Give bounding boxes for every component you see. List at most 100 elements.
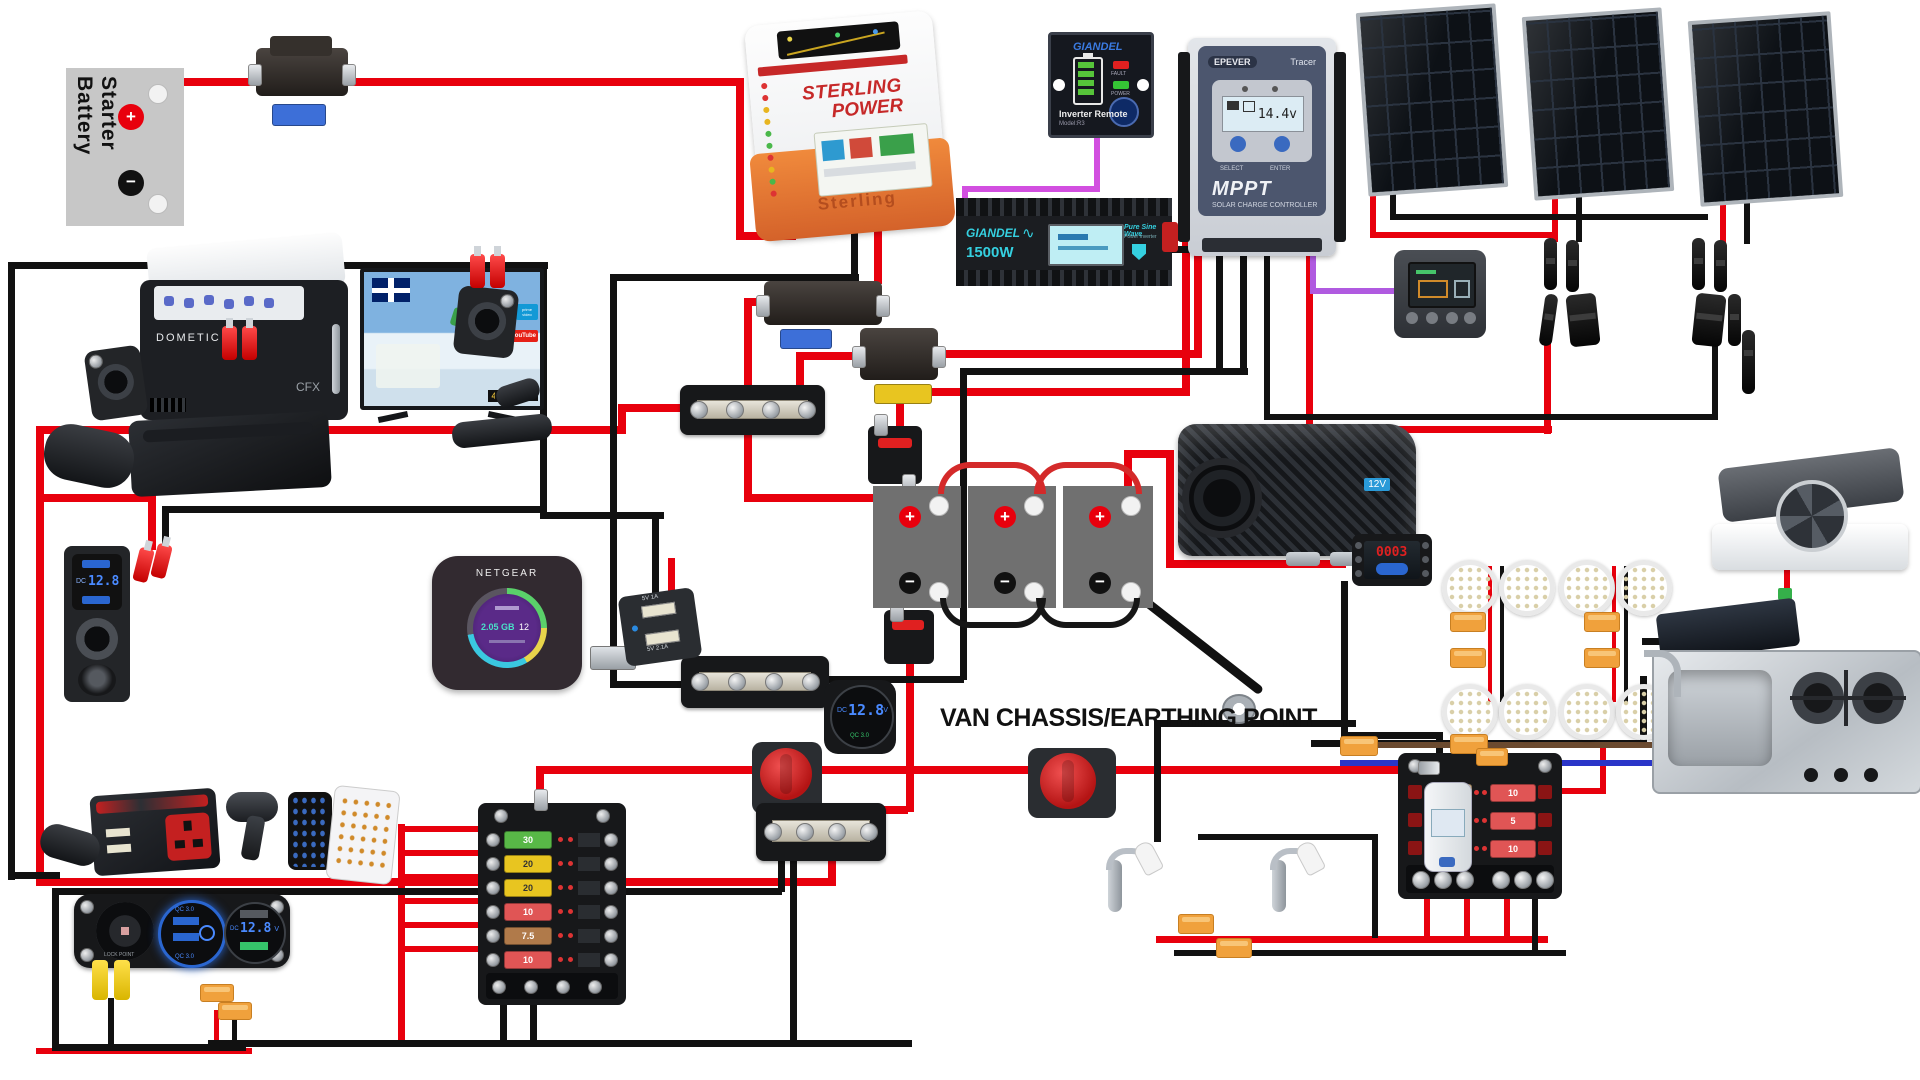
blown-led (568, 933, 573, 938)
wago-connector (1450, 612, 1486, 632)
wire (1504, 892, 1510, 938)
mt50-signal-wire (1310, 288, 1402, 294)
router-data-used: 2.05 GB (481, 622, 515, 632)
positive-jumper (1034, 462, 1142, 494)
breaker-reset-button[interactable] (878, 438, 912, 448)
battery-post (148, 194, 168, 214)
remote-button[interactable] (1355, 542, 1362, 549)
mppt-solar-charge-controller: EPEVER Tracer 14.4v SELECT ENTER MPPT SO… (1178, 38, 1346, 256)
blown-led (558, 885, 563, 890)
router-screen-ring: 2.05 GB 12 (467, 588, 547, 668)
lcd-plate: 14.4v (1212, 80, 1312, 162)
mt50-button[interactable] (1446, 312, 1458, 324)
wire (790, 858, 797, 1044)
enter-button[interactable] (1274, 136, 1290, 152)
positive-feed-lug (1418, 761, 1440, 775)
starter-battery-plus: + (118, 104, 144, 130)
wire (896, 388, 1190, 396)
dual-usb-qc-socket[interactable]: QC 3.0 QC 3.0 (158, 900, 226, 968)
wire (398, 898, 482, 904)
pan-support (1844, 670, 1848, 726)
fuse-row: 10 (486, 901, 618, 923)
wire (1712, 344, 1718, 418)
remote-title: Inverter Remote (1059, 109, 1128, 119)
wire (618, 404, 626, 434)
blade-fuse: 10 (504, 903, 552, 921)
power-led (631, 625, 639, 632)
wago-connector (1584, 612, 1620, 632)
wire (610, 274, 617, 688)
battery-minus: − (899, 572, 921, 594)
bus-post (796, 823, 814, 841)
select-button[interactable] (1230, 136, 1246, 152)
heater-voltage-badge: 12V (1364, 478, 1390, 491)
socket-cover (78, 664, 116, 696)
mppt-title: MPPT (1212, 178, 1272, 200)
wire (1216, 246, 1223, 374)
mt50-button[interactable] (1426, 312, 1438, 324)
midi-fuse-blue (272, 104, 326, 126)
screw (486, 857, 500, 871)
bus-strip (697, 400, 808, 419)
mt50-remote-meter (1394, 250, 1486, 338)
remote-button[interactable] (1355, 570, 1362, 577)
wire (540, 512, 664, 519)
mega-fuse-holder (852, 328, 946, 380)
wire (36, 878, 836, 886)
remote-button[interactable] (1355, 556, 1362, 563)
mini-inverter (89, 787, 221, 877)
ipad (325, 784, 401, 886)
bus-post (828, 823, 846, 841)
fan-wire-connector (1778, 588, 1792, 600)
blown-led (1474, 790, 1479, 795)
iphone (288, 792, 332, 870)
battery-post (1024, 496, 1044, 516)
wire (1156, 936, 1548, 943)
12v-socket-panel (83, 344, 149, 422)
12v-socket[interactable]: LOCK POINT (96, 902, 154, 960)
battery-isolator-switch[interactable] (1028, 748, 1116, 818)
blown-led (568, 909, 573, 914)
remote-button[interactable] (1422, 556, 1429, 563)
giandel-remote-brand: GIANDEL (1073, 41, 1123, 53)
isolator-knob[interactable] (1040, 753, 1096, 809)
circuit-breaker (868, 414, 922, 496)
breaker-reset-button[interactable] (892, 620, 924, 630)
fridge-handle (332, 324, 340, 394)
mt50-button[interactable] (1464, 312, 1476, 324)
blown-led (1482, 790, 1487, 795)
gauge-unit: V (883, 707, 888, 714)
wire (36, 426, 44, 882)
sink-hob-unit (1644, 597, 1920, 802)
fuse-lug (876, 295, 890, 317)
blown-led (558, 837, 563, 842)
chassis-earth-cable (1140, 596, 1265, 696)
inverter-remote-panel: GIANDEL FAULT POWER Inverter Remote Mode… (1048, 32, 1154, 138)
remote-button[interactable] (1422, 570, 1429, 577)
wire (1124, 450, 1172, 458)
shower-head (1293, 839, 1327, 877)
voltmeter-usb-socket[interactable]: DC 12.8 V (224, 902, 286, 964)
remote-button[interactable] (1422, 542, 1429, 549)
midi-fuse-holder (756, 281, 890, 325)
wire (1500, 566, 1504, 702)
starter-battery-minus: − (118, 170, 144, 196)
wire (1784, 564, 1790, 592)
battery-isolator-switch[interactable] (752, 742, 822, 814)
blade-fuse: 7.5 (504, 927, 552, 945)
power-button[interactable] (199, 925, 215, 941)
on-off-button[interactable] (1109, 97, 1139, 127)
isolator-knob[interactable] (760, 748, 812, 800)
water-tap-fitting (1252, 838, 1332, 938)
terminal-post (1492, 871, 1510, 889)
wago-connector (218, 1002, 252, 1020)
sterling-brand-2: POWER (830, 95, 905, 123)
mt50-button[interactable] (1406, 312, 1418, 324)
wire (744, 494, 874, 502)
led-downlight (1499, 560, 1555, 616)
heatsink-fins-top (956, 198, 1172, 216)
power-led (1113, 81, 1129, 89)
battery-minus: − (994, 572, 1016, 594)
usb-port-green (240, 942, 268, 950)
wire (1560, 788, 1606, 794)
